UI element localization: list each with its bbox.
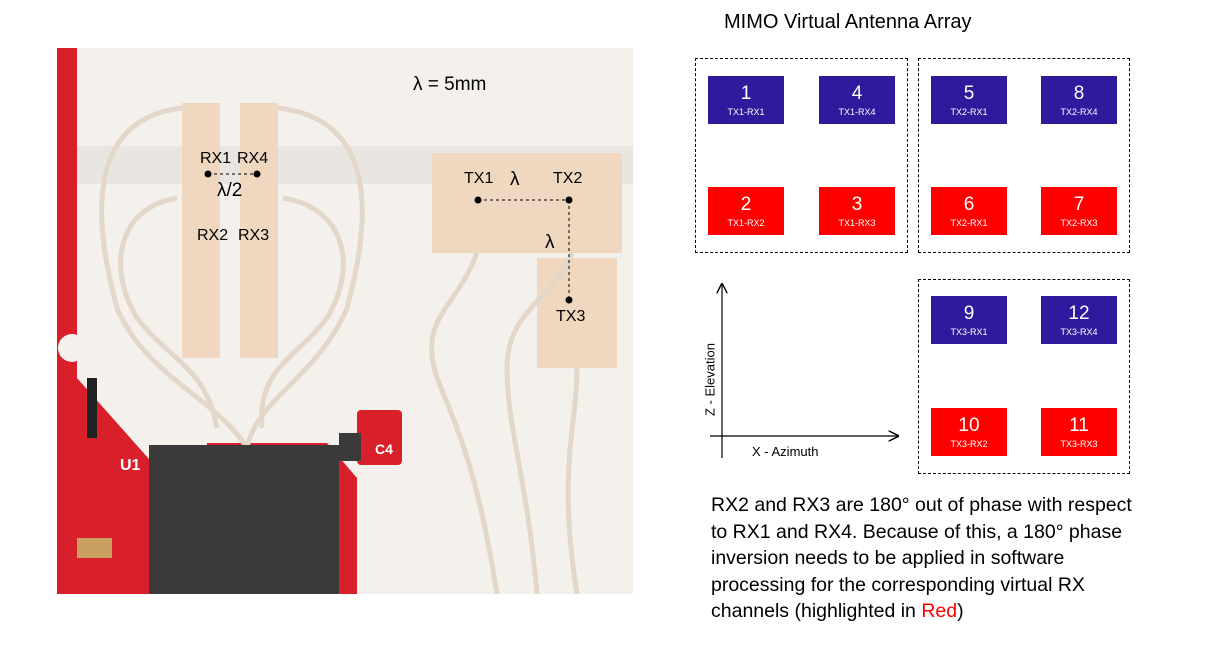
virtual-channel-cell: 1 TX1-RX1 — [708, 76, 784, 124]
channel-pair: TX1-RX2 — [727, 218, 765, 228]
channel-number: 6 — [963, 194, 975, 215]
virtual-channel-cell: 12 TX3-RX4 — [1041, 296, 1117, 344]
channel-number: 12 — [1068, 303, 1090, 324]
phase-note: RX2 and RX3 are 180° out of phase with r… — [711, 492, 1151, 625]
tx1-dot — [474, 196, 482, 204]
channel-pair: TX3-RX3 — [1060, 439, 1098, 449]
coordinate-axes — [710, 278, 910, 458]
virtual-channel-cell: 6 TX2-RX1 — [931, 187, 1007, 235]
rx4-dot — [253, 170, 261, 178]
channel-pair: TX3-RX2 — [950, 439, 988, 449]
channel-number: 1 — [740, 83, 752, 104]
virtual-channel-cell: 4 TX1-RX4 — [819, 76, 895, 124]
virtual-channel-cell: 5 TX2-RX1 — [931, 76, 1007, 124]
tx2-group: 5 TX2-RX1 8 TX2-RX4 6 TX2-RX1 7 TX2-RX3 — [918, 58, 1130, 253]
channel-number: 10 — [958, 415, 980, 436]
tx3-dot — [565, 296, 573, 304]
channel-pair: TX2-RX3 — [1060, 218, 1098, 228]
channel-number: 4 — [851, 83, 863, 104]
rx2-label: RX2 — [197, 227, 229, 244]
phase-note-highlight: Red — [921, 600, 958, 622]
tx-v-spacing-label: λ — [545, 232, 555, 253]
channel-pair: TX3-RX1 — [950, 327, 988, 337]
channel-number: 11 — [1069, 415, 1089, 436]
channel-number: 9 — [963, 303, 975, 324]
tx2-dot — [565, 196, 573, 204]
channel-pair: TX3-RX4 — [1060, 327, 1098, 337]
channel-pair: TX1-RX3 — [838, 218, 876, 228]
virtual-channel-cell: 9 TX3-RX1 — [931, 296, 1007, 344]
channel-pair: TX1-RX4 — [838, 107, 876, 117]
x-axis-label: X - Azimuth — [752, 444, 819, 459]
z-axis-label: Z - Elevation — [702, 343, 718, 416]
tx1-label: TX1 — [464, 170, 494, 187]
tx-h-spacing-label: λ — [510, 169, 520, 190]
channel-number: 2 — [740, 194, 752, 215]
channel-number: 8 — [1073, 83, 1085, 104]
channel-pair: TX2-RX4 — [1060, 107, 1098, 117]
virtual-channel-cell: 10 TX3-RX2 — [931, 408, 1007, 456]
u1-silkscreen: U1 — [120, 457, 141, 474]
virtual-channel-cell: 7 TX2-RX3 — [1041, 187, 1117, 235]
rx-spacing-label: λ/2 — [217, 180, 243, 201]
channel-pair: TX2-RX1 — [950, 218, 988, 228]
channel-number: 7 — [1073, 194, 1085, 215]
virtual-channel-cell: 3 TX1-RX3 — [819, 187, 895, 235]
tx3-label: TX3 — [556, 308, 586, 325]
antenna-markers — [204, 170, 573, 304]
virtual-channel-cell: 8 TX2-RX4 — [1041, 76, 1117, 124]
phase-note-text: RX2 and RX3 are 180° out of phase with r… — [711, 494, 1132, 622]
channel-number: 3 — [851, 194, 863, 215]
channel-pair: TX1-RX1 — [727, 107, 765, 117]
virtual-channel-cell: 2 TX1-RX2 — [708, 187, 784, 235]
tx3-group: 9 TX3-RX1 12 TX3-RX4 10 TX3-RX2 11 TX3-R… — [918, 279, 1130, 474]
phase-note-end: ) — [957, 600, 964, 622]
tx1-group: 1 TX1-RX1 4 TX1-RX4 2 TX1-RX2 3 TX1-RX3 — [695, 58, 908, 253]
rx4-label: RX4 — [237, 150, 269, 167]
tx2-label: TX2 — [553, 170, 583, 187]
array-title: MIMO Virtual Antenna Array — [724, 11, 972, 33]
c4-silkscreen: C4 — [375, 441, 393, 457]
pcb-drawing — [57, 48, 633, 594]
rx1-dot — [204, 170, 212, 178]
channel-number: 5 — [963, 83, 975, 104]
pcb-photo: RX1 RX4 RX2 RX3 λ/2 TX1 TX2 TX3 λ λ λ = … — [57, 48, 633, 594]
virtual-channel-cell: 11 TX3-RX3 — [1041, 408, 1117, 456]
wavelength-label: λ = 5mm — [413, 74, 487, 95]
rx3-label: RX3 — [238, 227, 270, 244]
channel-pair: TX2-RX1 — [950, 107, 988, 117]
rx1-label: RX1 — [200, 150, 232, 167]
